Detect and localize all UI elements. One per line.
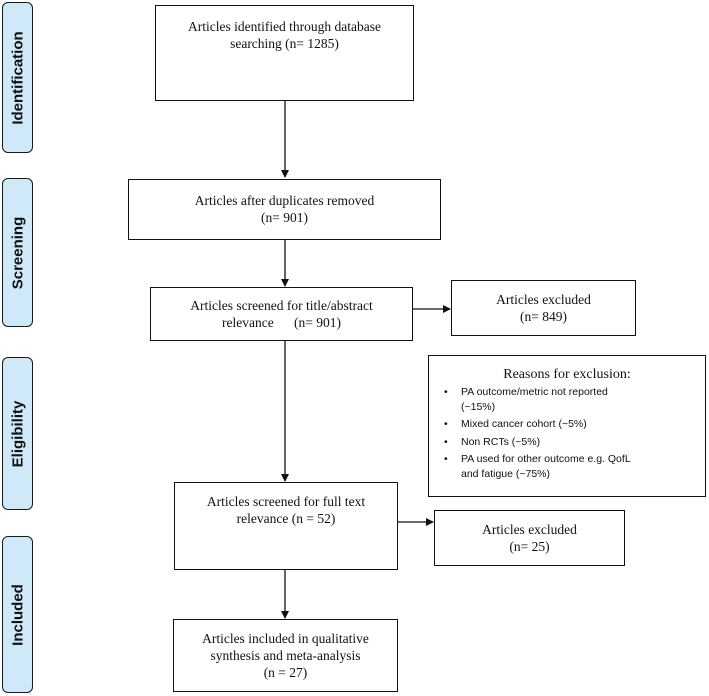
- stage-included: Included: [2, 536, 33, 693]
- reason-item: • Mixed cancer cohort (~5%): [429, 417, 705, 432]
- box-text-line: Articles screened for full text: [206, 494, 366, 509]
- bullet-icon: •: [444, 418, 448, 430]
- stage-label: Screening: [9, 216, 26, 289]
- box-text-line: (n= 901): [261, 210, 308, 225]
- box-text-line: Articles identified through database: [187, 19, 382, 34]
- box-text-line: searching (n= 1285): [230, 36, 339, 51]
- reason-text-line: Non RCTs (~5%): [461, 435, 541, 448]
- reason-item: • Non RCTs (~5%): [429, 435, 705, 450]
- reason-text-line: (~15%): [461, 400, 496, 413]
- box-full-text-screening: Articles screened for full text relevanc…: [174, 482, 398, 570]
- bullet-icon: •: [444, 453, 448, 465]
- box-text-line: Articles included in qualitative: [202, 631, 369, 646]
- box-studies-included: Articles included in qualitative synthes…: [173, 619, 398, 692]
- reason-item: • PA used for other outcome e.g. QofL an…: [429, 452, 705, 481]
- box-text-line: relevance (n = 52): [236, 511, 336, 526]
- stage-eligibility: Eligibility: [2, 357, 33, 510]
- stage-screening: Screening: [2, 178, 33, 327]
- box-title-abstract-screening: Articles screened for title/abstract rel…: [150, 287, 413, 341]
- box-text-line: Articles excluded: [496, 292, 591, 307]
- box-excluded-title-abstract: Articles excluded (n= 849): [451, 280, 636, 336]
- stage-label: Included: [9, 583, 26, 646]
- stage-identification: Identification: [2, 2, 33, 153]
- box-text-line: Articles screened for title/abstract: [190, 298, 373, 313]
- box-text-line: (n= 849): [520, 309, 567, 324]
- reason-text-line: PA outcome/metric not reported: [461, 386, 608, 398]
- bullet-icon: •: [444, 435, 448, 448]
- stage-label: Identification: [9, 30, 26, 125]
- reason-item: • PA outcome/metric not reported (~15%): [429, 385, 705, 414]
- reason-text-line: PA used for other outcome e.g. QofL: [461, 453, 631, 465]
- reasons-list: • PA outcome/metric not reported (~15%) …: [429, 385, 705, 481]
- box-text-line: relevance (n= 901): [222, 315, 341, 330]
- reason-text-line: Mixed cancer cohort (~5%): [461, 418, 587, 430]
- bullet-icon: •: [444, 386, 448, 398]
- box-text-line: (n= 25): [509, 539, 550, 554]
- box-text-line: Articles after duplicates removed: [194, 193, 375, 208]
- box-text-line: Articles excluded: [482, 522, 577, 537]
- box-duplicates-removed: Articles after duplicates removed (n= 90…: [128, 179, 441, 240]
- box-text-line: synthesis and meta-analysis: [210, 648, 361, 663]
- box-text-line: (n = 27): [263, 665, 308, 680]
- box-records-identified: Articles identified through database sea…: [155, 5, 414, 101]
- reason-text-line: and fatigue (~75%): [461, 467, 551, 480]
- stage-label: Eligibility: [9, 400, 26, 467]
- reasons-for-exclusion-box: Reasons for exclusion: • PA outcome/metr…: [428, 355, 706, 497]
- box-excluded-full-text: Articles excluded (n= 25): [434, 510, 625, 566]
- reasons-title: Reasons for exclusion:: [503, 367, 631, 382]
